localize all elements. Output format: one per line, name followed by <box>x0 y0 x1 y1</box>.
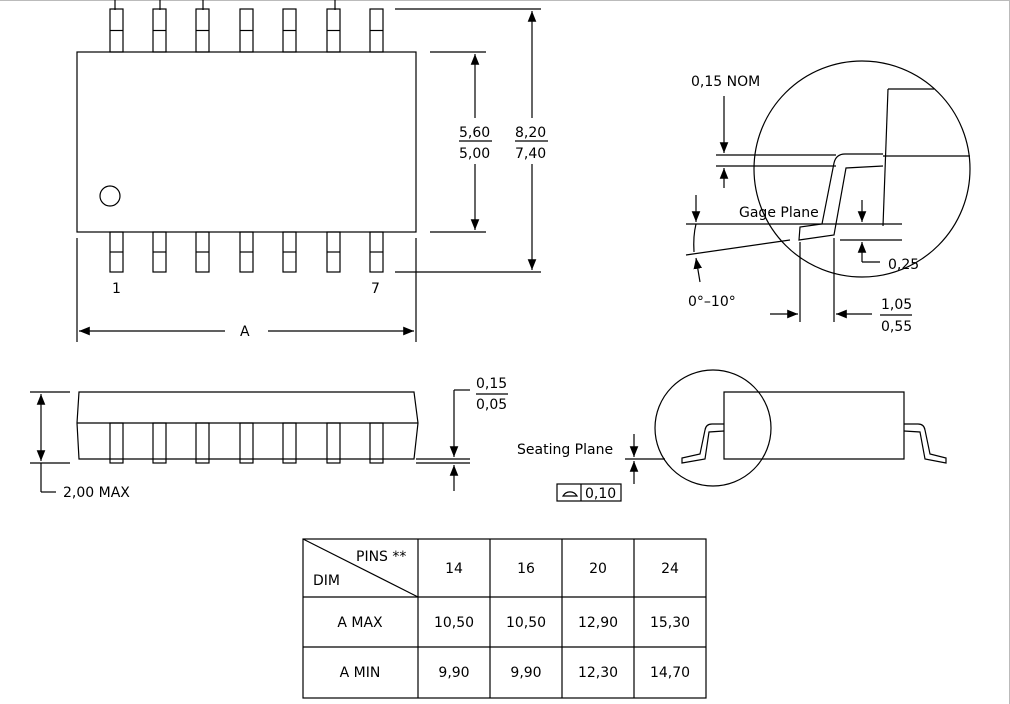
standoff-max: 0,15 <box>476 376 507 392</box>
table-row-label: A MAX <box>337 615 383 631</box>
table-cell-value: 12,30 <box>578 665 618 681</box>
table-cell-value: 12,90 <box>578 615 618 631</box>
gage-plane-label: Gage Plane <box>739 205 819 221</box>
table-pin-count: 14 <box>445 561 463 577</box>
body-width-min: 5,00 <box>459 146 490 162</box>
seating-detail-circle <box>654 369 772 487</box>
height-label: 2,00 MAX <box>63 485 130 501</box>
overall-width-max: 8,20 <box>515 125 546 141</box>
package-body <box>76 51 417 233</box>
side-pin <box>152 422 167 464</box>
nom-label: 0,15 NOM <box>691 74 760 90</box>
dimension-table <box>302 538 707 699</box>
table-row-label: A MIN <box>340 665 381 681</box>
table-cells: 14 16 20 24 A MAX 10,50 10,50 12,90 15,30 A MIN 9,… <box>337 561 690 681</box>
table-pin-count: 16 <box>517 561 535 577</box>
side-pin <box>109 422 124 464</box>
top-pins-lower <box>109 231 384 273</box>
pin-number-last: 7 <box>371 281 380 297</box>
angle-label: 0°–10° <box>688 294 736 310</box>
seating-body <box>723 391 905 460</box>
table-header-dim: DIM <box>313 573 340 589</box>
lead-length-max: 1,05 <box>881 297 912 313</box>
table-cell-value: 10,50 <box>506 615 546 631</box>
pin-number-first: 1 <box>112 281 121 297</box>
pin1-marker <box>99 185 121 207</box>
length-dimension-label: A <box>240 324 250 340</box>
side-pins <box>109 422 384 464</box>
lead-length-min: 0,55 <box>881 319 912 335</box>
table-pin-count: 20 <box>589 561 607 577</box>
table-cell-value: 15,30 <box>650 615 690 631</box>
table-cell-value: 14,70 <box>650 665 690 681</box>
side-view <box>30 389 508 493</box>
detail-circle <box>753 60 971 278</box>
side-pin <box>369 422 384 464</box>
table-cell-value: 10,50 <box>434 615 474 631</box>
side-pin <box>195 422 210 464</box>
side-body <box>76 391 419 460</box>
gage-value-label: 0,25 <box>888 257 919 273</box>
body-width-max: 5,60 <box>459 125 490 141</box>
top-pins-upper <box>109 8 384 53</box>
lead-detail-view <box>685 60 971 322</box>
side-pin <box>326 422 341 464</box>
side-pin <box>282 422 297 464</box>
table-header-pins: PINS ** <box>356 549 406 565</box>
table-cell-value: 9,90 <box>438 665 469 681</box>
standoff-min: 0,05 <box>476 397 507 413</box>
side-pin <box>239 422 254 464</box>
top-view <box>76 0 548 342</box>
table-cell-value: 9,90 <box>510 665 541 681</box>
seating-view <box>556 369 947 502</box>
table-pin-count: 24 <box>661 561 679 577</box>
seating-plane-label: Seating Plane <box>517 442 613 458</box>
overall-width-min: 7,40 <box>515 146 546 162</box>
flatness-value: 0,10 <box>585 486 616 502</box>
